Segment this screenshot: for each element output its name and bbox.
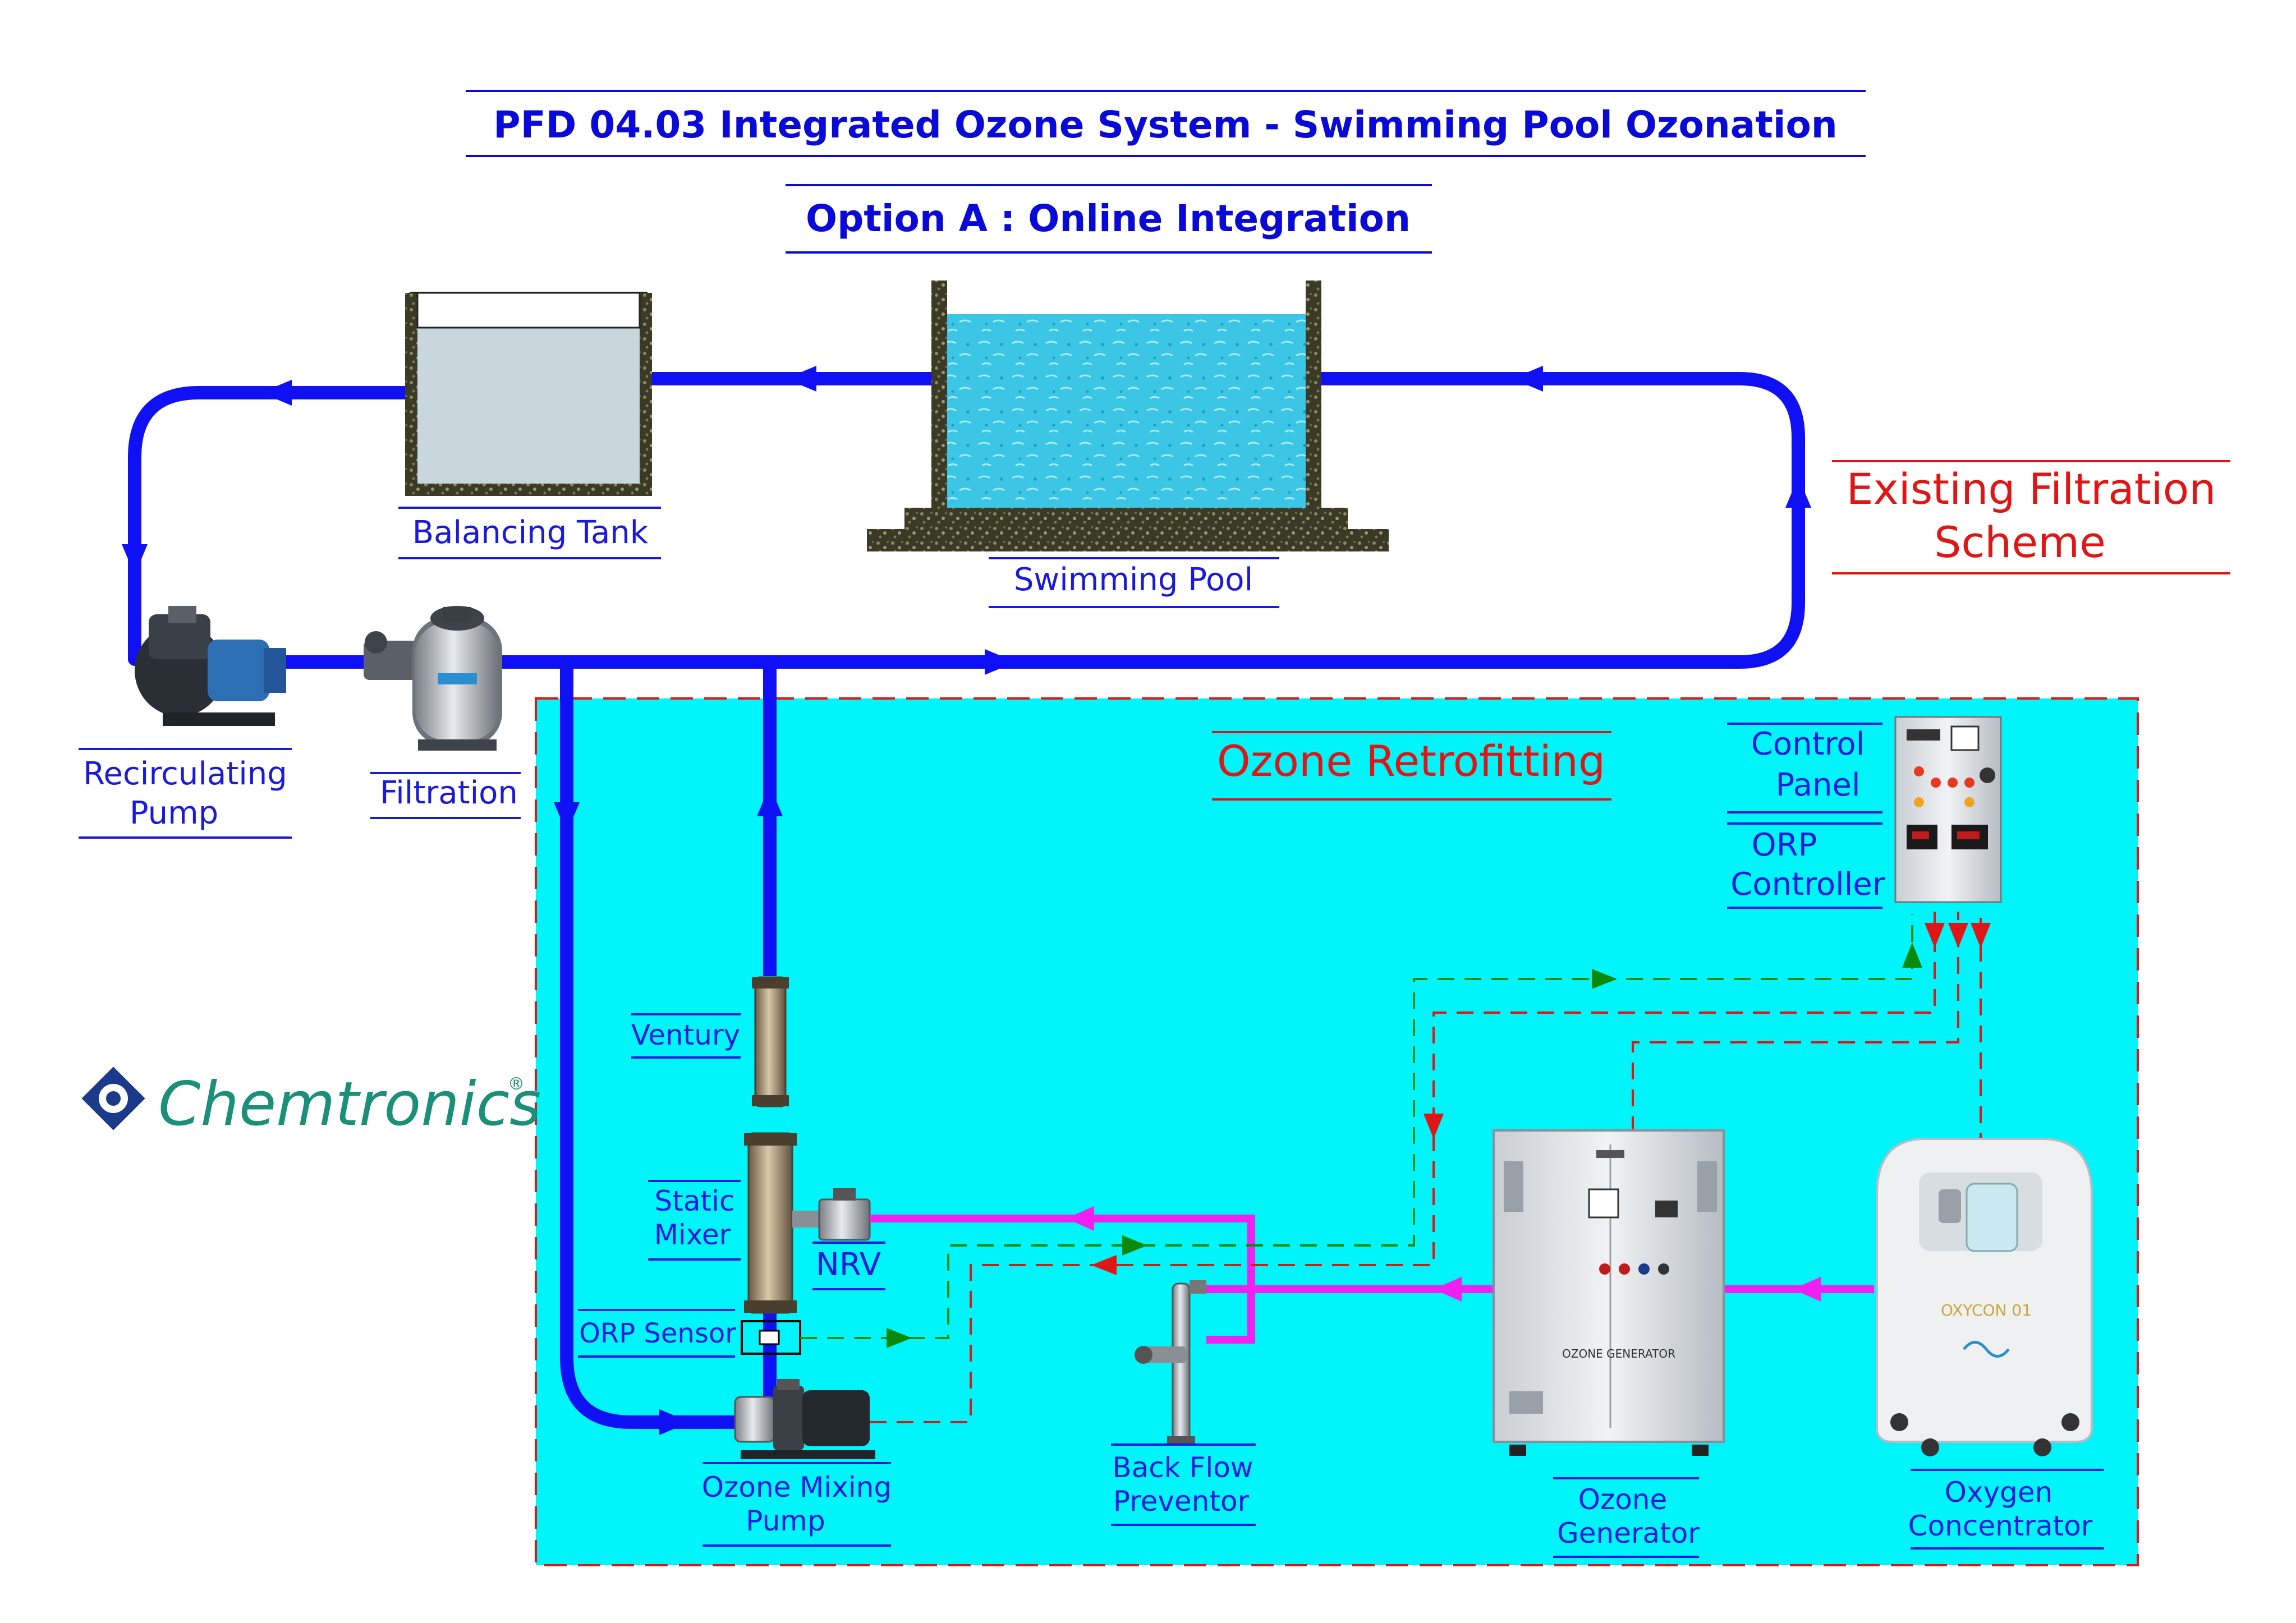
signal-arrows-green (887, 942, 1922, 1348)
svg-text:Swimming Pool: Swimming Pool (1014, 562, 1253, 598)
ozone-generator-label: Ozone Generator (1553, 1477, 1700, 1558)
arrow-right-main (985, 649, 1016, 675)
svg-text:ORP: ORP (1752, 827, 1817, 863)
svg-text:OXYCON 01: OXYCON 01 (1941, 1301, 2032, 1319)
svg-text:Scheme: Scheme (1934, 517, 2106, 567)
svg-text:Static: Static (655, 1185, 735, 1217)
static-mixer-label: Static Mixer (648, 1180, 741, 1261)
static-mixer (744, 1132, 797, 1314)
arrow-right-mixpump (659, 1409, 690, 1435)
svg-text:Existing Filtration: Existing Filtration (1847, 464, 2216, 514)
ventury-label: Ventury (631, 1013, 741, 1059)
swimming-pool-label: Swimming Pool (989, 557, 1279, 608)
orp-controller-label: ORP Controller (1727, 822, 1886, 909)
svg-text:Balancing Tank: Balancing Tank (412, 514, 649, 551)
svg-text:Filtration: Filtration (380, 775, 518, 811)
swimming-pool (867, 281, 1389, 551)
arrow-left-pool (786, 366, 816, 392)
svg-text:Concentrator: Concentrator (1908, 1510, 2093, 1542)
svg-text:Ozone Mixing: Ozone Mixing (702, 1471, 892, 1504)
recirculating-pump-label: Recirculating Pump (79, 748, 292, 839)
signal-lines-green (800, 914, 1913, 1339)
svg-text:Generator: Generator (1557, 1517, 1700, 1550)
diagram-subtitle: Option A : Online Integration (806, 197, 1411, 240)
svg-text:OZONE GENERATOR: OZONE GENERATOR (1562, 1347, 1675, 1360)
svg-text:Ventury: Ventury (631, 1019, 740, 1051)
logo-wordmark: Chemtronics (158, 1069, 541, 1139)
ozone-retrofitting-label: Ozone Retrofitting (1212, 731, 1611, 801)
sand-filter (364, 606, 502, 751)
balancing-tank (405, 292, 652, 496)
oxygen-concentrator-label: Oxygen Concentrator (1908, 1469, 2104, 1550)
back-flow-preventor (1135, 1280, 1206, 1445)
signal-lines-red (870, 912, 1982, 1423)
existing-pipe-loop (128, 372, 1805, 1429)
ventury (752, 976, 789, 1107)
control-panel (1894, 716, 2002, 903)
diagram-title: PFD 04.03 Integrated Ozone System - Swim… (493, 103, 1838, 146)
nrv-label: NRV (812, 1242, 885, 1290)
svg-text:ORP Sensor: ORP Sensor (579, 1318, 736, 1349)
arrow-left-tank (261, 380, 292, 406)
flow-arrows (122, 366, 1811, 1435)
back-flow-preventor-label: Back Flow Preventor (1111, 1443, 1256, 1526)
recirculating-pump (135, 606, 286, 726)
nrv-valve (792, 1188, 871, 1241)
oxygen-concentrator: OXYCON 01 (1876, 1138, 2093, 1456)
ozone-mixing-pump-label: Ozone Mixing Pump (702, 1462, 892, 1547)
arrow-up-return (1785, 477, 1811, 508)
orp-sensor (741, 1320, 801, 1355)
svg-text:Preventor: Preventor (1113, 1485, 1250, 1518)
svg-text:Back Flow: Back Flow (1112, 1451, 1253, 1484)
balancing-tank-label: Balancing Tank (398, 507, 661, 559)
svg-text:Recirculating: Recirculating (83, 756, 287, 792)
chemtronics-logo: Chemtronics ® (81, 1066, 541, 1139)
svg-text:Mixer: Mixer (654, 1219, 731, 1251)
svg-text:NRV: NRV (816, 1247, 881, 1283)
orp-sensor-label: ORP Sensor (578, 1309, 736, 1358)
filtration-label: Filtration (370, 772, 521, 819)
arrow-left-return (1512, 366, 1543, 392)
svg-text:Ozone Retrofitting: Ozone Retrofitting (1217, 736, 1605, 786)
svg-text:Panel: Panel (1775, 767, 1860, 803)
svg-text:Pump: Pump (130, 795, 218, 831)
ozone-gas-arrows (1066, 1206, 1821, 1302)
arrow-down-bypass (554, 802, 580, 833)
signal-arrows-red (1091, 923, 1991, 1275)
svg-text:Controller: Controller (1730, 866, 1885, 903)
existing-filtration-label: Existing Filtration Scheme (1832, 460, 2230, 574)
control-panel-label: Control Panel (1727, 723, 1882, 813)
title-block: PFD 04.03 Integrated Ozone System - Swim… (466, 90, 1866, 254)
arrow-down-pump (122, 544, 148, 575)
ozone-generator: OZONE GENERATOR (1493, 1129, 1725, 1456)
svg-text:Ozone: Ozone (1578, 1483, 1668, 1516)
svg-text:Oxygen: Oxygen (1945, 1476, 2053, 1509)
ozone-mixing-pump (734, 1379, 875, 1459)
svg-text:Control: Control (1751, 726, 1865, 762)
arrow-up-riser (757, 785, 783, 816)
svg-text:®: ® (508, 1074, 525, 1094)
svg-text:Pump: Pump (746, 1505, 825, 1537)
